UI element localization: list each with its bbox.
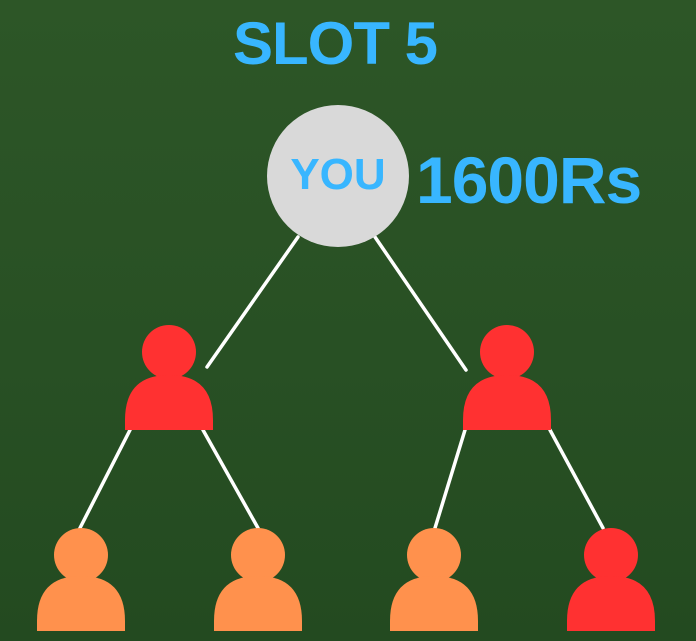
- you-node-circle: [267, 105, 409, 247]
- member-left-right-icon: [214, 528, 302, 631]
- member-left-left-icon: [37, 528, 125, 631]
- you-label: YOU: [290, 150, 386, 199]
- slot-amount: 1600Rs: [416, 143, 642, 217]
- member-right-left-icon: [390, 528, 478, 631]
- connector-right-rightleaf: [548, 428, 605, 530]
- member-left-body: [125, 375, 213, 430]
- member-right-icon: [463, 325, 551, 430]
- member-right-body: [463, 375, 551, 430]
- member-left-icon: [125, 325, 213, 430]
- member-right-right-head: [584, 528, 638, 582]
- member-left-left-head: [54, 528, 108, 582]
- connector-left-rightleaf: [201, 428, 260, 530]
- connector-root-left: [205, 235, 300, 369]
- member-right-right-body: [567, 576, 655, 631]
- connectors: [78, 235, 605, 530]
- connector-root-right: [373, 235, 468, 372]
- member-left-head: [142, 325, 196, 379]
- member-right-left-head: [407, 528, 461, 582]
- member-left-right-head: [231, 528, 285, 582]
- member-right-head: [480, 325, 534, 379]
- member-right-left-body: [390, 576, 478, 631]
- connector-right-leftleaf: [433, 428, 467, 530]
- member-left-left-body: [37, 576, 125, 631]
- member-left-right-body: [214, 576, 302, 631]
- slot-title: SLOT 5: [232, 10, 438, 77]
- member-right-right-icon: [567, 528, 655, 631]
- connector-left-leftleaf: [78, 428, 132, 530]
